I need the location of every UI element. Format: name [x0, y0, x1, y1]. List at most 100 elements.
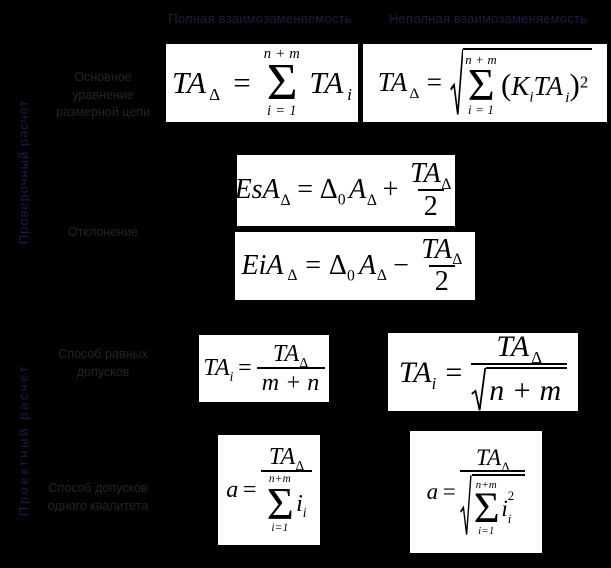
math-sub: i — [347, 85, 352, 105]
math-var: TA — [268, 444, 296, 471]
math-var: TA — [496, 329, 530, 363]
row-label-line: одного квалитета — [47, 498, 149, 513]
math-equals: = — [426, 67, 443, 98]
math-sub: Δ — [295, 457, 305, 473]
math-var: TA — [172, 64, 206, 100]
row-label-single-grade: Способ допусков одного квалитета — [28, 480, 168, 515]
math-var: m + n — [256, 367, 325, 395]
math-run: TAΔ — [410, 158, 451, 192]
math-var: TA — [398, 355, 432, 389]
math-sub: Δ — [209, 85, 221, 105]
column-header-full-interchangeability: Полная взаимозаменяемость — [168, 11, 352, 26]
sum-lower-limit: i = 1 — [266, 103, 297, 120]
sum-lower-limit: i = 1 — [468, 103, 495, 118]
math-sub: Δ — [287, 267, 298, 285]
math-operator: + — [382, 174, 399, 206]
summation: n+m Σ i=1 — [266, 473, 294, 535]
math-equals: = — [238, 355, 252, 382]
math-number: 2 — [428, 264, 455, 297]
math-var: TA — [410, 158, 441, 190]
sigma-icon: Σ — [473, 484, 500, 533]
math-sub: i — [302, 504, 307, 520]
radical: n + m — [471, 367, 568, 412]
math-sub: 0 — [337, 191, 346, 209]
row-label-equal-tolerances: Способ равных допусков — [36, 346, 170, 381]
math-var: i — [296, 491, 303, 518]
math-superscript: 2 — [579, 72, 589, 92]
math-var: TA — [377, 67, 408, 98]
math-var: TA — [272, 341, 300, 368]
math-sub: i — [529, 89, 534, 106]
math-sub: i — [431, 373, 437, 393]
row-label-line: Отклонение — [67, 225, 139, 239]
math-var: a — [426, 479, 439, 505]
row-label-line: размерной цепи — [55, 105, 151, 119]
radical-sign-icon — [460, 475, 472, 536]
math-sub: Δ — [366, 191, 377, 209]
math-equals: = — [445, 355, 463, 389]
math-equals: = — [442, 479, 456, 505]
math-sub: Δ — [531, 347, 542, 367]
math-var: TA — [203, 355, 230, 382]
math-run: TAi — [203, 355, 233, 383]
sigma-icon: Σ — [467, 59, 495, 110]
math-equals: = — [233, 64, 251, 100]
row-label-line: Основное — [74, 70, 132, 84]
math-var: EsA — [234, 174, 280, 206]
math-sub: Δ — [409, 85, 420, 102]
fraction: TAΔ 2 — [415, 233, 468, 297]
math-run: TAΔ — [476, 446, 510, 473]
row-label-line: Способ равных — [58, 347, 148, 361]
math-sub: Δ — [501, 460, 510, 475]
summation: n + m Σ i = 1 — [465, 53, 497, 118]
summation: n+m Σ i=1 — [473, 479, 500, 538]
fraction: TAΔ n+m Σ i=1 ii — [261, 444, 312, 535]
math-run: EsAΔ — [234, 174, 291, 209]
row-label-line: уравнение — [72, 87, 134, 102]
math-equals: = — [297, 174, 314, 206]
math-sub: Δ — [441, 175, 452, 193]
math-paren: ( — [500, 67, 512, 103]
math-equals: = — [305, 249, 322, 281]
math-paren: ) — [569, 67, 580, 103]
formula-box-equal-tolerance-full: TAi = TAΔ m + n — [199, 335, 329, 402]
math-equals: = — [243, 476, 257, 503]
side-label-verification-calculation: Проверочный расчет — [16, 99, 31, 245]
math-sub: Δ — [299, 355, 309, 371]
math-operator: − — [393, 249, 409, 281]
sum-upper-limit: n + m — [263, 45, 301, 62]
fraction: TAΔ m + n — [256, 341, 325, 395]
math-sub: Δ — [452, 251, 463, 269]
row-label-deviation: Отклонение — [36, 224, 170, 242]
sigma-icon: Σ — [266, 478, 294, 530]
math-var: Δ — [328, 249, 347, 281]
math-var: Δ — [319, 174, 338, 206]
math-sub: Δ — [280, 191, 291, 209]
radical-sign-icon — [471, 367, 487, 411]
math-sub: i — [507, 511, 512, 526]
math-var: A — [349, 174, 367, 206]
math-var: A — [358, 249, 377, 281]
formula-box-single-grade-full: a = TAΔ n+m Σ i=1 ii — [218, 435, 320, 545]
math-sub: Δ — [376, 267, 387, 285]
math-run: TAΔ — [421, 233, 462, 267]
math-var: TA — [421, 233, 452, 265]
math-run: TAΔ — [268, 444, 304, 472]
